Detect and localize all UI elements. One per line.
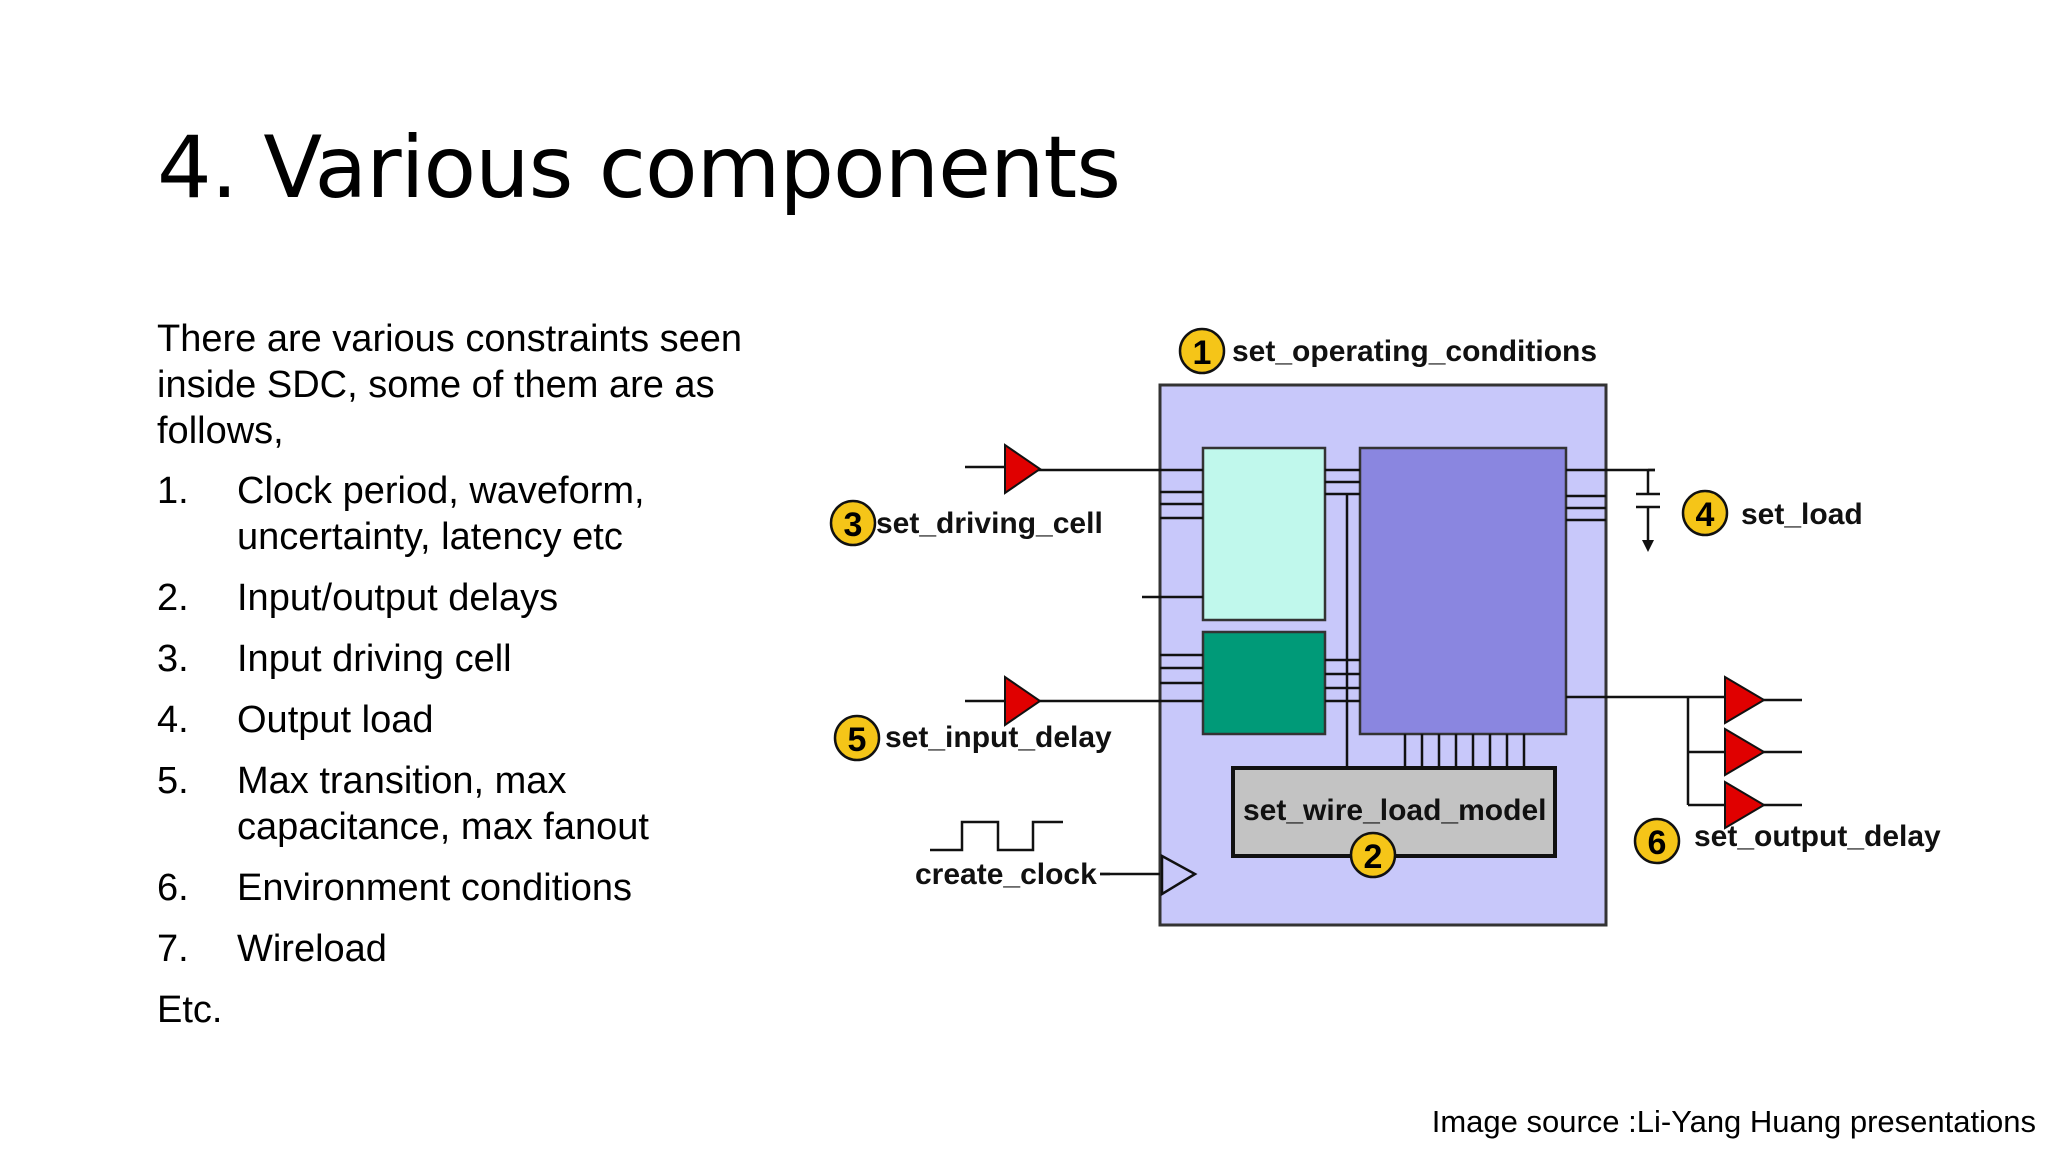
label-set-load: set_load [1741, 498, 1863, 531]
list-item: 3. Input driving cell [157, 636, 787, 682]
badge-set-operating-conditions: 1 [1178, 327, 1226, 375]
label-set-driving-cell: set_driving_cell [876, 507, 1103, 540]
badge-number: 2 [1364, 838, 1383, 876]
input-buffer-icon [1004, 675, 1042, 727]
output-buffer-icon [1724, 780, 1766, 830]
badge-number: 3 [844, 506, 863, 544]
clock-pin-icon [1160, 853, 1198, 897]
list-text: Input driving cell [237, 638, 512, 680]
list-item: 2. Input/output delays [157, 575, 787, 621]
list-text: Output load [237, 699, 434, 741]
list-text: Input/output delays [237, 577, 559, 619]
output-buffer-icon [1724, 727, 1766, 777]
badge-number: 1 [1193, 334, 1212, 372]
list-item: 5. Max transition, max capacitance, max f… [157, 758, 787, 850]
badge-set-output-delay: 6 [1633, 817, 1681, 865]
intro-text: There are various constraints seen insid… [157, 318, 743, 452]
list-text: Environment conditions [237, 867, 632, 909]
list-item: 7. Wireload [157, 926, 787, 972]
image-source-credit: Image source :Li-Yang Huang presentation… [1431, 1104, 2036, 1139]
ground-arrow-icon [1642, 540, 1654, 552]
label-set-output-delay: set_output_delay [1694, 820, 1941, 853]
slide-title: 4. Various components [157, 118, 1121, 218]
label-set-input-delay: set_input_delay [885, 721, 1112, 754]
list-text: Max transition, max capacitance, max fan… [237, 760, 649, 848]
list-text: Wireload [237, 928, 387, 970]
badge-set-load: 4 [1681, 489, 1729, 537]
output-buffer-icon [1724, 675, 1766, 725]
logic-block-top-left [1201, 446, 1327, 622]
list-number: 7. [157, 928, 189, 970]
list-text: Clock period, waveform, uncertainty, lat… [237, 470, 645, 558]
badge-set-input-delay: 5 [833, 714, 881, 762]
list-item: 4. Output load [157, 697, 787, 743]
badge-number: 5 [848, 721, 867, 759]
constraint-list: 1. Clock period, waveform, uncertainty, l… [157, 468, 787, 972]
logic-block-bottom-left [1201, 630, 1327, 736]
list-number: 6. [157, 867, 189, 909]
badge-number: 4 [1696, 496, 1715, 534]
wire-load-box [1231, 766, 1557, 858]
list-item: 6. Environment conditions [157, 865, 787, 911]
slide-body: There are various constraints seen insid… [157, 316, 787, 1033]
wires [930, 465, 1802, 876]
badge-set-driving-cell: 3 [829, 499, 877, 547]
list-number: 4. [157, 699, 189, 741]
list-number: 5. [157, 760, 189, 802]
list-item: 1. Clock period, waveform, uncertainty, l… [157, 468, 787, 560]
label-create-clock: create_clock [915, 858, 1097, 891]
list-number: 3. [157, 638, 189, 680]
input-buffer-icon [1004, 443, 1042, 495]
list-number: 1. [157, 470, 189, 512]
badge-set-wire-load-model: 2 [1349, 831, 1397, 879]
list-number: 2. [157, 577, 189, 619]
closing-text: Etc. [157, 989, 223, 1031]
logic-block-right [1358, 446, 1568, 736]
label-set-operating-conditions: set_operating_conditions [1232, 335, 1597, 368]
badge-number: 6 [1648, 824, 1667, 862]
label-set-wire-load-model: set_wire_load_model [1243, 794, 1546, 827]
